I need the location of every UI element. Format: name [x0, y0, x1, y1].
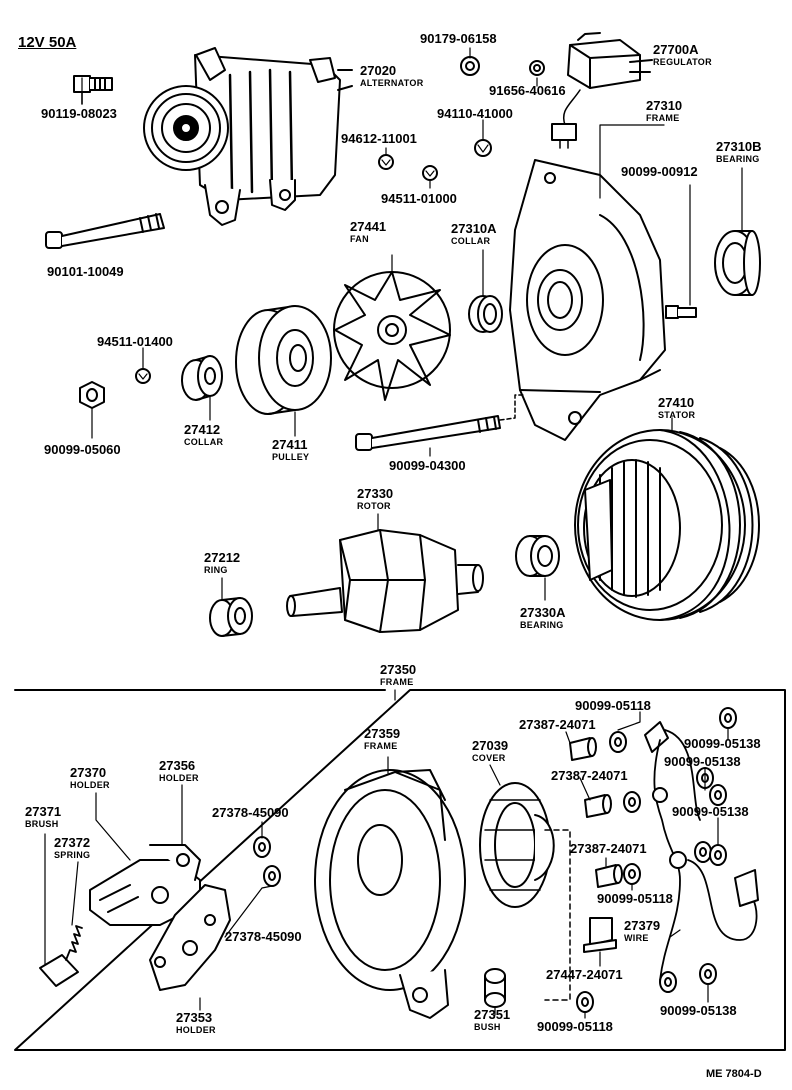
label-27378-45090-b: 27378-45090 — [225, 929, 302, 944]
insulator-27378-b — [263, 865, 281, 887]
clamp-27447 — [583, 917, 617, 953]
label-91656-40616: 91656-40616 — [489, 83, 566, 98]
label-90099-05138-c: 90099-05138 — [672, 804, 749, 819]
nut-90099-05138-a — [719, 707, 737, 729]
brush-27371 — [39, 954, 79, 987]
label-27378-45090-a: 27378-45090 — [212, 805, 289, 820]
label-94511-01000: 94511-01000 — [381, 191, 457, 206]
figure-code: ME 7804-D — [706, 1068, 762, 1080]
holder-27353 — [149, 884, 231, 991]
label-27387-24071-c: 27387-24071 — [570, 841, 647, 856]
fan-27441 — [333, 271, 451, 401]
terminal-bolt-27387-c — [595, 864, 623, 888]
bolt-90099-00912 — [665, 305, 697, 319]
frame-27310 — [509, 159, 666, 441]
label-94110-41000: 94110-41000 — [437, 106, 513, 121]
washer-94612 — [378, 154, 394, 170]
leader-lines — [44, 47, 743, 1019]
nut-90099-05118-b — [623, 791, 641, 813]
label-27387-24071-b: 27387-24071 — [551, 768, 628, 783]
label-94511-01400: 94511-01400 — [97, 334, 173, 349]
label-90099-05138-b: 90099-05138 — [664, 754, 741, 769]
bolt-90119 — [73, 75, 113, 105]
label-90099-05138-d: 90099-05138 — [660, 1003, 737, 1018]
cover-27039 — [479, 782, 555, 908]
label-90099-05118-b: 90099-05118 — [597, 891, 673, 906]
frame-27359 — [314, 769, 466, 1019]
label-27387-24071-a: 27387-24071 — [519, 717, 596, 732]
dashed-bracket — [544, 829, 571, 1001]
washer-94110 — [474, 139, 492, 157]
small-nut-90179 — [460, 56, 480, 76]
label-94612-11001: 94612-11001 — [341, 131, 417, 146]
alternator-assembly — [143, 47, 353, 226]
washer-94511-b — [135, 368, 151, 384]
bush-27351 — [484, 968, 506, 1008]
bearing-27310b — [714, 230, 761, 296]
bolt-90101 — [45, 213, 165, 249]
stator-27410 — [574, 429, 760, 621]
spec-title: 12V 50A — [18, 34, 77, 51]
spring-27372 — [65, 925, 83, 961]
terminal-bolt-27387-a — [569, 737, 597, 761]
bearing-27330a — [515, 535, 560, 577]
nut-90099-05138-b — [696, 767, 727, 806]
label-90179-06158: 90179-06158 — [420, 31, 497, 46]
label-90119-08023: 90119-08023 — [41, 106, 117, 121]
collar-27310a — [468, 295, 503, 333]
wire-27379 — [644, 721, 759, 981]
nut-90099-05118-a — [609, 731, 627, 753]
label-27447-24071: 27447-24071 — [546, 967, 623, 982]
pulley-27411 — [235, 305, 332, 415]
label-90099-05060: 90099-05060 — [44, 442, 121, 457]
label-90099-05138-a: 90099-05138 — [684, 736, 761, 751]
brush-holder-27370 — [89, 844, 201, 926]
collar-27412 — [181, 355, 223, 401]
washer-91656 — [529, 60, 545, 76]
label-90099-00912: 90099-00912 — [621, 164, 698, 179]
ring-27212 — [209, 597, 253, 637]
nut-90099-05118-c — [623, 863, 641, 885]
nut-90099-05118-d — [576, 991, 594, 1013]
nut-90099-05138-c — [694, 841, 727, 866]
rotor-27330 — [286, 529, 484, 633]
label-90101-10049: 90101-10049 — [47, 264, 124, 279]
nut-90099-05060 — [79, 381, 105, 409]
label-90099-04300: 90099-04300 — [389, 458, 466, 473]
washer-94511-a — [422, 165, 438, 181]
bolt-90099-04300 — [355, 394, 526, 451]
label-90099-05118-c: 90099-05118 — [537, 1019, 613, 1034]
insulator-27378-a — [253, 836, 271, 858]
regulator — [551, 32, 653, 149]
terminal-bolt-27387-b — [584, 794, 612, 818]
assembly-frame-box — [14, 689, 786, 1051]
label-90099-05118-a: 90099-05118 — [575, 698, 651, 713]
